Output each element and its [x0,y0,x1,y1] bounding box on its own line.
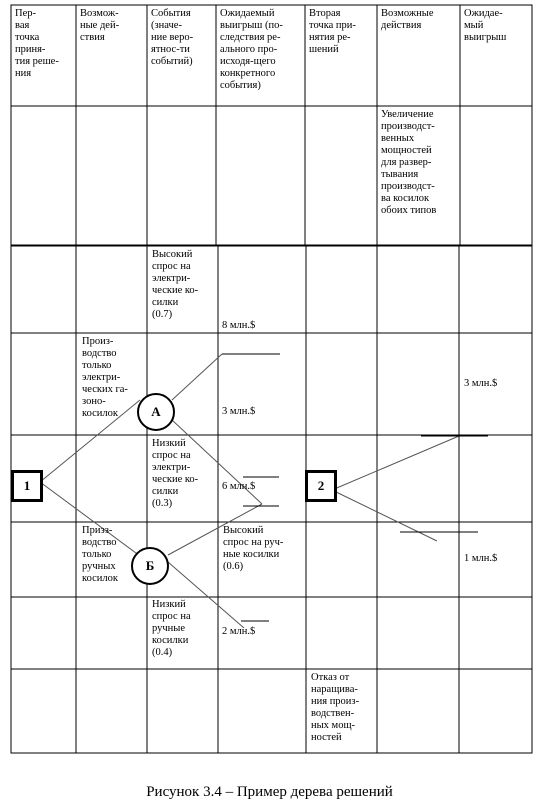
header-possible-actions-2: Возможные действия [381,8,434,31]
payoff-1: 1 млн.$ [464,553,498,564]
payoff-8: 8 млн.$ [222,320,256,331]
payoff-3-electric: 3 млн.$ [222,406,256,417]
header-expected-payoff-2: Ожидае- мый выигрыш [464,8,507,43]
payoff-3-expansion: 3 млн.$ [464,378,498,389]
header-first-decision-point: Пер- вая точка приня- тия реше- ния [15,8,59,79]
header-expected-payoff: Ожидаемый выигрыш (по- следствия ре- аль… [220,8,283,91]
header-possible-actions: Возмож- ные дей- ствия [80,8,120,43]
decision-node-2: 2 [305,470,337,502]
cell-low-electric-demand: Низкий спрос на электри- ческие ко- силк… [152,438,199,509]
cell-action-manual: Призз- водство только ручных косилок [82,525,118,584]
chance-node-b: Б [131,547,169,585]
cell-high-electric-demand: Высокий спрос на электри- ческие ко- сил… [152,249,199,320]
decision-node-1: 1 [11,470,43,502]
header-events: События (значе- ние веро- ятнос-ти событ… [151,8,194,67]
figure-caption: Рисунок 3.4 – Пример дерева решений [146,784,393,800]
cell-action-electric: Произ- водство только электри- ческих га… [82,336,128,419]
payoff-2: 2 млн.$ [222,626,256,637]
payoff-6: 6 млн.$ [222,481,256,492]
cell-capacity-increase: Увеличение производст- венных мощностей … [381,109,437,216]
cell-high-manual-demand: Высокий спрос на руч- ные косилки (0.6) [223,525,284,572]
cell-low-manual-demand: Низкий спрос на ручные косилки (0.4) [152,599,191,658]
cell-refusal: Отказ от наращива- ния произ- водствен- … [311,672,360,743]
header-second-decision-point: Вторая точка при- нятия ре- шений [309,8,356,55]
chance-node-a: А [137,393,175,431]
